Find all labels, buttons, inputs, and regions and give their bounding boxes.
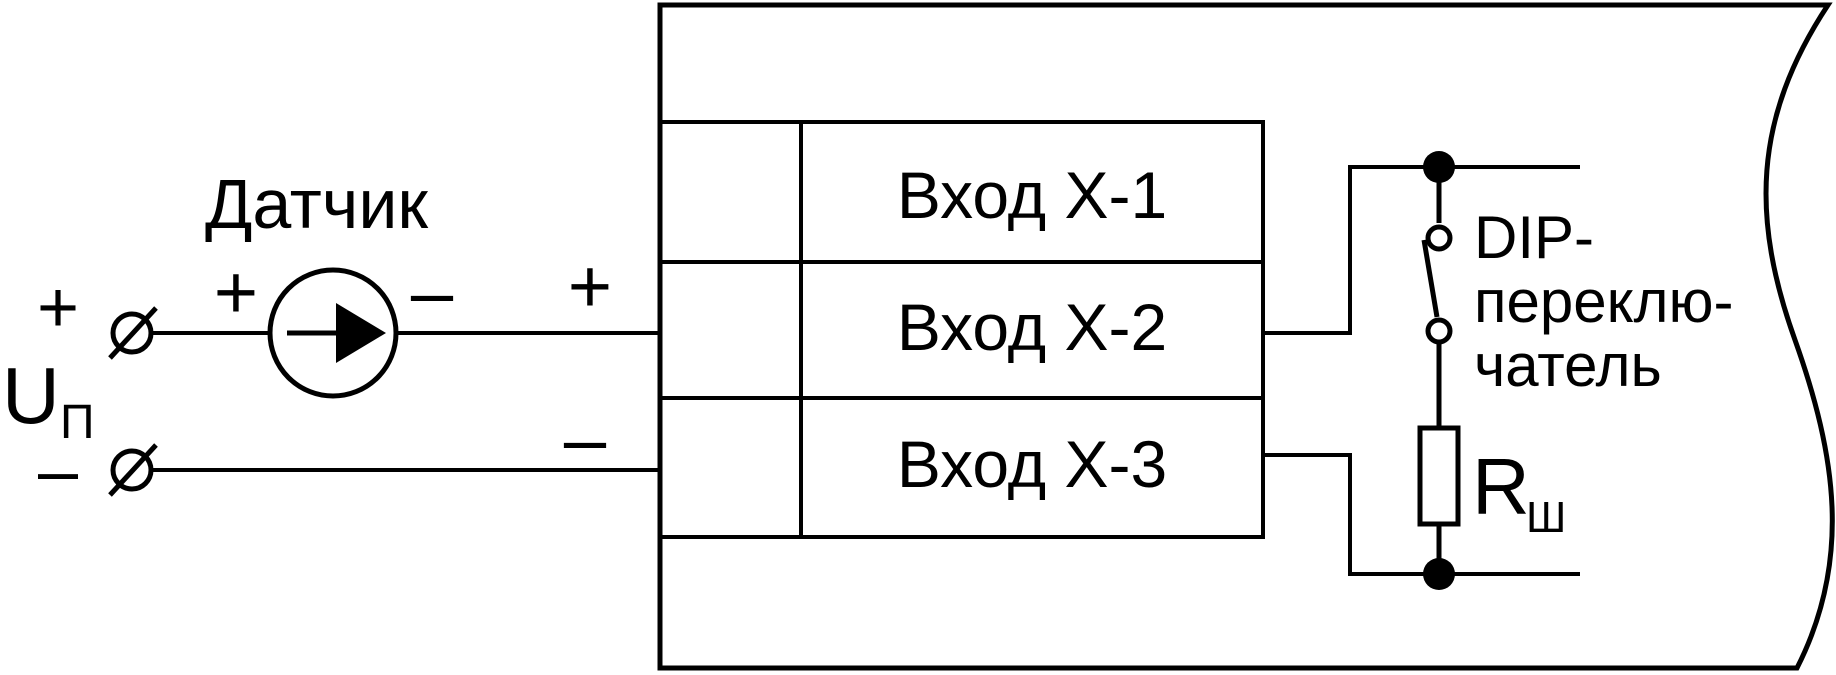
device-minus-sign: –: [564, 397, 607, 482]
wire-x3-to-bottom-bus: [1263, 453, 1580, 576]
shunt-resistor-symbol: [1417, 425, 1461, 574]
sensor-plus-sign: +: [214, 250, 258, 335]
sensor-minus-sign: –: [411, 250, 454, 335]
input-terminal-block: [660, 120, 1265, 539]
sensor-current-source-symbol: [267, 267, 399, 399]
input-x1-label: Вход X-1: [897, 158, 1167, 232]
shunt-resistor-label: R: [1472, 442, 1530, 531]
supply-plus-terminal: [108, 306, 158, 360]
wire-x2-to-top-bus: [1263, 165, 1580, 335]
dip-switch-symbol: [1421, 167, 1453, 428]
supply-voltage-label: U: [2, 351, 60, 440]
dip-switch-label-line2: переклю-: [1474, 268, 1734, 335]
input-x3-label: Вход X-3: [897, 427, 1167, 501]
dip-switch-label-line3: чатель: [1474, 332, 1662, 399]
input-x2-label: Вход X-2: [897, 290, 1167, 364]
dip-switch-label-line1: DIP-: [1474, 204, 1594, 271]
device-plus-sign: +: [568, 244, 612, 329]
shunt-resistor-subscript: Ш: [1526, 493, 1566, 542]
supply-minus-terminal: [108, 443, 158, 497]
supply-minus-sign: –: [38, 431, 79, 511]
sensor-title: Датчик: [205, 165, 428, 243]
supply-plus-sign: +: [37, 268, 79, 348]
supply-voltage-subscript: П: [60, 396, 95, 449]
device-housing: [657, 2, 1835, 671]
